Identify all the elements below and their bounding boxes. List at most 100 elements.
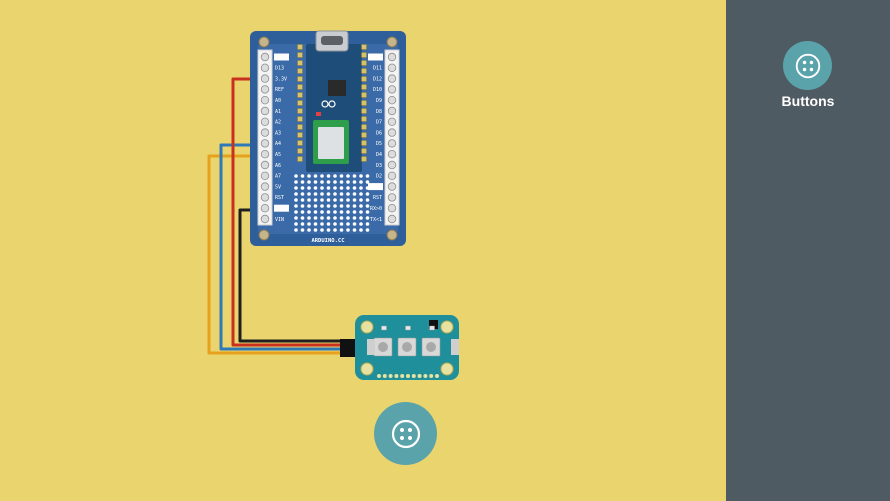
proto-hole <box>346 174 350 178</box>
pin-label: A3 <box>275 130 281 136</box>
pin-label: D9 <box>376 98 382 104</box>
pin-screw <box>260 203 270 213</box>
module-pad <box>435 374 439 378</box>
pin-label: D4 <box>376 152 382 158</box>
proto-hole <box>294 216 298 220</box>
pin-screw <box>387 171 397 180</box>
proto-hole <box>300 198 305 202</box>
header-pin <box>297 132 303 138</box>
buttons-control-button[interactable] <box>374 402 437 465</box>
mount-hole <box>258 36 270 48</box>
proto-hole <box>320 198 324 202</box>
proto-hole <box>326 222 331 226</box>
proto-hole <box>307 192 311 196</box>
proto-hole <box>294 222 298 226</box>
pin-screw <box>260 193 270 202</box>
arduino-board[interactable]: GNDD133.3VREFA0A1A2A3A4A5A6A75VRSTGNDVIN… <box>250 30 406 246</box>
module-buttons[interactable] <box>367 337 459 357</box>
mount-hole <box>386 36 398 48</box>
pin-screw <box>387 203 397 213</box>
pin-screw <box>260 160 270 170</box>
module-pad <box>429 374 434 378</box>
pin-screw <box>387 139 397 148</box>
pin-label: D6 <box>376 130 382 136</box>
proto-hole <box>365 192 370 196</box>
module-mount-hole <box>360 362 374 376</box>
pin-label: D12 <box>373 76 382 82</box>
proto-hole <box>300 180 305 184</box>
pin-label: GND <box>275 206 284 212</box>
mount-hole <box>258 229 270 241</box>
proto-hole <box>333 174 337 178</box>
proto-hole <box>339 180 344 184</box>
button-module[interactable] <box>340 315 459 380</box>
proto-hole <box>307 198 311 202</box>
pin-label: REF <box>275 87 284 93</box>
proto-hole <box>346 192 350 196</box>
header-pin <box>297 124 303 130</box>
proto-hole <box>294 186 298 190</box>
header-pin <box>361 76 367 82</box>
pin-screw <box>387 193 397 202</box>
proto-hole <box>352 222 357 226</box>
pin-label: A1 <box>275 109 281 115</box>
header-pin <box>361 92 367 98</box>
proto-hole <box>326 186 331 190</box>
proto-hole <box>313 186 318 190</box>
pin-screw <box>260 128 270 137</box>
proto-hole <box>333 216 337 220</box>
proto-hole <box>339 222 344 226</box>
proto-hole <box>307 204 311 208</box>
pin-label: D7 <box>376 120 382 126</box>
pin-screw <box>387 149 397 159</box>
button-pad <box>451 339 459 355</box>
header-pin <box>361 116 367 122</box>
proto-hole <box>346 216 350 220</box>
proto-hole <box>359 210 363 214</box>
module-mount-hole <box>360 320 374 334</box>
right-pin-screws <box>387 52 397 224</box>
proto-hole <box>339 204 344 208</box>
proto-hole <box>326 174 331 178</box>
module-pad <box>423 374 428 378</box>
proto-hole <box>339 174 344 178</box>
push-button-cap[interactable] <box>402 342 412 352</box>
header-pin <box>361 84 367 90</box>
pin-label: D2 <box>376 174 382 180</box>
pin-screw <box>387 182 397 191</box>
buttons-panel-button[interactable] <box>783 41 832 90</box>
proto-hole <box>346 180 350 184</box>
proto-hole <box>313 192 318 196</box>
pin-label: GND <box>275 55 284 61</box>
proto-hole <box>339 216 344 220</box>
pin-screw <box>260 106 270 116</box>
proto-hole <box>307 228 311 232</box>
proto-hole <box>359 204 363 208</box>
proto-hole <box>326 180 331 184</box>
pin-label-bg <box>368 183 383 191</box>
pin-label: RST <box>275 195 284 201</box>
module-pad <box>382 374 387 378</box>
pin-screw <box>387 63 397 72</box>
push-button-cap[interactable] <box>378 342 388 352</box>
proto-hole <box>313 228 318 232</box>
proto-hole <box>333 222 337 226</box>
proto-hole <box>307 186 311 190</box>
proto-hole <box>294 180 298 184</box>
pin-screw <box>387 106 397 116</box>
pin-screw <box>387 95 397 105</box>
proto-hole <box>333 186 337 190</box>
push-button-cap[interactable] <box>426 342 436 352</box>
pin-label: A4 <box>275 141 281 147</box>
proto-hole <box>300 222 305 226</box>
pin-label: A2 <box>275 120 281 126</box>
module-pad <box>406 374 410 378</box>
proto-hole <box>300 216 305 220</box>
pin-screw <box>387 52 397 62</box>
pin-label-bg <box>368 53 383 61</box>
module-pad <box>400 374 405 378</box>
header-pin <box>361 44 367 50</box>
header-pin <box>297 68 303 74</box>
proto-hole <box>320 210 324 214</box>
